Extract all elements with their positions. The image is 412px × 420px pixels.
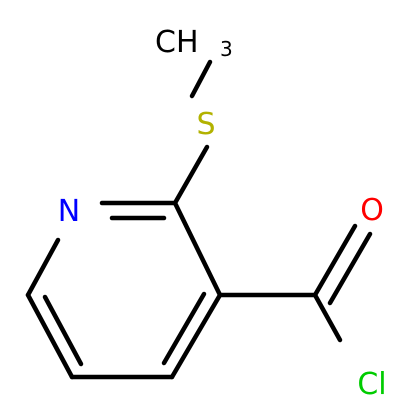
oxygen-label: O: [360, 193, 384, 228]
bond-carbonyl-chlorine: [312, 292, 343, 343]
bond-c4-c3: [169, 292, 223, 380]
methyl-subscript: 3: [220, 37, 233, 61]
bond-c6-c5: [25, 292, 75, 380]
bond-c4-c3-inner: [161, 291, 207, 366]
bond-carbonyl-oxygen: [312, 223, 358, 298]
atom-labels: CH 3 S N O Cl: [58, 25, 387, 402]
bond-c6-c5-inner: [42, 294, 84, 367]
bond-sulfur-c2: [172, 144, 210, 206]
chlorine-label: Cl: [357, 367, 386, 402]
bond-carbonyl-oxygen-inner: [327, 231, 373, 306]
bond-methyl-sulfur: [189, 59, 213, 99]
bond-c3-c2: [172, 200, 223, 298]
methyl-label: CH: [155, 25, 199, 60]
bond-nitrogen-c6: [25, 237, 61, 298]
bonds: [25, 59, 373, 380]
nitrogen-label: N: [58, 194, 80, 229]
sulfur-label: S: [196, 107, 215, 142]
